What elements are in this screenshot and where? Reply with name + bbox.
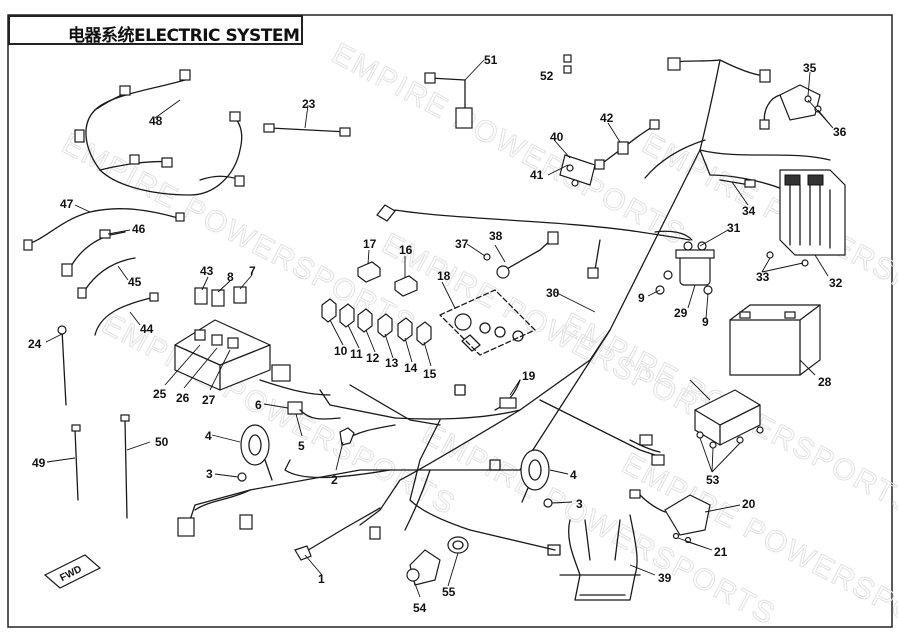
callout-50: 50 (155, 435, 169, 449)
callout-44: 44 (140, 322, 154, 336)
regulator-parts (719, 84, 846, 267)
callout-8: 8 (227, 270, 234, 284)
callout-26: 26 (176, 391, 190, 405)
callout-39: 39 (658, 571, 672, 585)
callout-48: 48 (149, 114, 163, 128)
callout-53: 53 (706, 473, 720, 487)
callout-labels: 1 2 3 3 4 4 5 6 7 8 9 9 10 11 12 13 14 1… (28, 53, 847, 615)
callout-25: 25 (153, 387, 167, 401)
callout-13: 13 (385, 356, 399, 370)
callout-19: 19 (522, 369, 536, 383)
callout-21: 21 (714, 545, 728, 559)
callout-45: 45 (128, 275, 142, 289)
callout-7: 7 (249, 264, 256, 278)
callout-6: 6 (255, 398, 262, 412)
fuse-box (174, 286, 291, 391)
callout-46: 46 (132, 222, 146, 236)
callout-32: 32 (829, 276, 843, 290)
part-18-set (439, 289, 536, 356)
callout-15: 15 (423, 367, 437, 381)
callout-37: 37 (455, 237, 469, 251)
callout-31: 31 (727, 221, 741, 235)
leader-lines (45, 59, 834, 598)
callout-51: 51 (484, 53, 498, 67)
callout-36: 36 (833, 125, 847, 139)
ecu-box (694, 389, 764, 449)
callout-10: 10 (334, 344, 348, 358)
callout-16: 16 (399, 243, 413, 257)
callout-55: 55 (442, 585, 456, 599)
callout-18: 18 (437, 269, 451, 283)
callout-34: 34 (742, 204, 756, 218)
part-39-bracket (559, 514, 641, 601)
callout-20: 20 (742, 497, 756, 511)
battery (729, 304, 821, 376)
starter-relay (654, 230, 715, 295)
callout-1: 1 (318, 572, 325, 586)
main-harness (189, 57, 831, 556)
callout-4b: 4 (570, 468, 577, 482)
fwd-badge: FWD (43, 554, 102, 589)
misc-parts (177, 401, 396, 561)
callout-27: 27 (202, 393, 216, 407)
part-48-harness (74, 69, 245, 196)
callout-11: 11 (350, 347, 363, 361)
callout-54: 54 (413, 601, 427, 615)
callout-28: 28 (818, 375, 832, 389)
callout-29: 29 (674, 306, 688, 320)
callout-24: 24 (28, 337, 42, 351)
callout-17: 17 (363, 237, 377, 251)
callout-40: 40 (550, 130, 564, 144)
callout-47: 47 (60, 197, 74, 211)
small-wires (23, 123, 351, 336)
callout-9b: 9 (702, 315, 709, 329)
callout-23: 23 (302, 97, 316, 111)
fuse-set (321, 298, 432, 346)
callout-4: 4 (205, 429, 212, 443)
callout-30: 30 (546, 286, 560, 300)
callout-14: 14 (404, 361, 418, 375)
diagram-title: 电器系统ELECTRIC SYSTEM (68, 26, 300, 46)
callout-9: 9 (638, 291, 645, 305)
callout-52: 52 (540, 69, 554, 83)
sensor-parts (424, 54, 660, 187)
callout-3b: 3 (576, 497, 583, 511)
callout-35: 35 (803, 61, 817, 75)
callout-5: 5 (298, 439, 305, 453)
callout-38: 38 (489, 229, 503, 243)
part-54-55 (406, 536, 469, 586)
page-border (7, 14, 893, 628)
zip-ties (57, 325, 130, 519)
callout-41: 41 (530, 168, 544, 182)
callout-43: 43 (200, 264, 214, 278)
callout-12: 12 (366, 351, 380, 365)
horns (237, 424, 553, 508)
callout-3: 3 (206, 467, 213, 481)
callout-2: 2 (331, 473, 338, 487)
callout-49: 49 (32, 456, 46, 470)
part-38-sensor (483, 231, 559, 279)
relay-parts (357, 261, 418, 297)
part-20-bracket (629, 489, 711, 544)
callout-42: 42 (600, 111, 614, 125)
callout-33: 33 (756, 270, 770, 284)
diagram-title-box: 电器系统ELECTRIC SYSTEM (8, 15, 303, 46)
